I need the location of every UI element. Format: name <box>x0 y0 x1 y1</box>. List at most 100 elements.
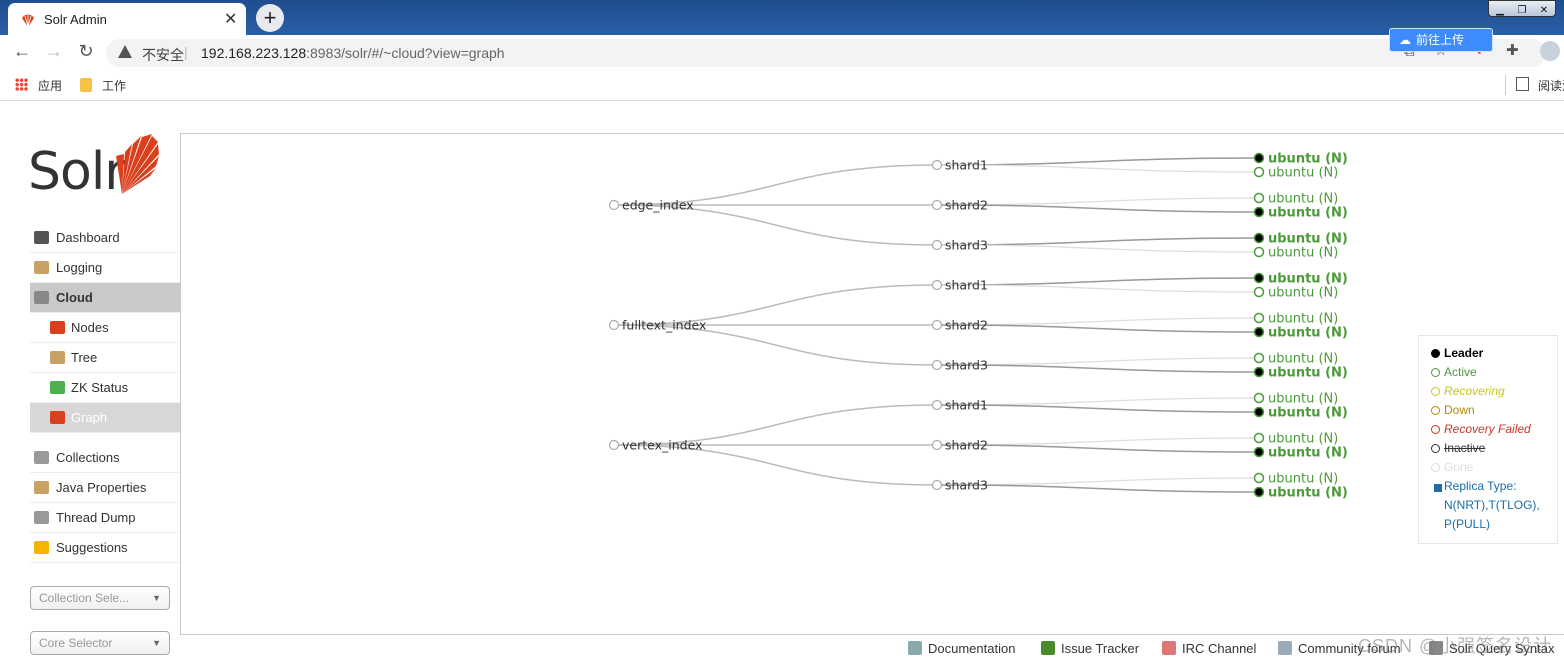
shard-node[interactable] <box>931 199 943 211</box>
shard-node[interactable] <box>931 159 943 171</box>
sidebar-item-java-properties[interactable]: Java Properties <box>30 473 180 503</box>
replica-label[interactable]: ubuntu (N) <box>1268 472 1338 487</box>
sidebar-item-logging[interactable]: Logging <box>30 253 180 283</box>
browser-tab[interactable]: Solr Admin ✕ <box>8 3 246 35</box>
shard-node[interactable] <box>931 439 943 451</box>
replica-label[interactable]: ubuntu (N) <box>1268 352 1338 367</box>
replica-leader-node[interactable] <box>1253 446 1265 458</box>
maximize-icon[interactable]: ❐ <box>1517 5 1527 16</box>
replica-label[interactable]: ubuntu (N) <box>1268 366 1348 381</box>
replica-node[interactable] <box>1253 312 1265 324</box>
replica-leader-node[interactable] <box>1253 206 1265 218</box>
collection-selector[interactable]: Collection Sele... ▼ <box>30 586 170 610</box>
shard-label[interactable]: shard3 <box>945 478 988 493</box>
replica-label[interactable]: ubuntu (N) <box>1268 286 1338 301</box>
replica-node[interactable] <box>1253 352 1265 364</box>
shard-node[interactable] <box>931 359 943 371</box>
replica-node[interactable] <box>1253 432 1265 444</box>
replica-label[interactable]: ubuntu (N) <box>1268 272 1348 287</box>
shard-label[interactable]: shard1 <box>945 398 988 413</box>
shard-label[interactable]: shard3 <box>945 358 988 373</box>
collection-node[interactable] <box>608 199 620 211</box>
close-window-icon[interactable]: ✕ <box>1539 5 1549 16</box>
replica-label[interactable]: ubuntu (N) <box>1268 392 1338 407</box>
java-properties-icon <box>34 481 49 494</box>
collection-label[interactable]: fulltext_index <box>622 318 706 333</box>
collection-node[interactable] <box>608 439 620 451</box>
collection-node[interactable] <box>608 319 620 331</box>
shard-label[interactable]: shard3 <box>945 238 988 253</box>
shard-node[interactable] <box>931 479 943 491</box>
forward-icon[interactable]: → <box>45 41 63 61</box>
replica-leader-node[interactable] <box>1253 326 1265 338</box>
bookmark-apps[interactable]: 应用 <box>38 79 63 93</box>
shard-label[interactable]: shard1 <box>945 158 988 173</box>
collection-label[interactable]: edge_index <box>622 198 694 213</box>
shard-label[interactable]: shard2 <box>945 318 988 333</box>
cloud-icon <box>34 291 49 304</box>
replica-label[interactable]: ubuntu (N) <box>1268 232 1348 247</box>
shard-label[interactable]: shard1 <box>945 278 988 293</box>
bookmark-work[interactable]: 工作 <box>102 79 127 93</box>
footer-link-issue-tracker[interactable]: Issue Tracker <box>1041 641 1139 656</box>
solr-logo[interactable]: Solr <box>28 132 168 202</box>
replica-leader-node[interactable] <box>1253 232 1265 244</box>
footer-link-irc-channel[interactable]: IRC Channel <box>1162 641 1256 656</box>
replica-label[interactable]: ubuntu (N) <box>1268 432 1338 447</box>
sidebar-item-graph[interactable]: Graph <box>30 403 180 433</box>
sidebar-item-dashboard[interactable]: Dashboard <box>30 223 180 253</box>
reading-list-link[interactable]: 阅读清单 <box>1538 79 1564 93</box>
replica-label[interactable]: ubuntu (N) <box>1268 206 1348 221</box>
core-selector[interactable]: Core Selector ▼ <box>30 631 170 655</box>
replica-node[interactable] <box>1253 472 1265 484</box>
shard-node[interactable] <box>931 399 943 411</box>
reload-icon[interactable]: ↻ <box>78 41 94 61</box>
replica-label[interactable]: ubuntu (N) <box>1268 312 1338 327</box>
replica-label[interactable]: ubuntu (N) <box>1268 326 1348 341</box>
legend-replica-type: Replica Type: N(NRT),T(TLOG), P(PULL) <box>1431 477 1557 534</box>
replica-label[interactable]: ubuntu (N) <box>1268 246 1338 261</box>
extensions-puzzle-icon[interactable]: ✚ <box>1506 42 1519 59</box>
replica-leader-node[interactable] <box>1253 486 1265 498</box>
replica-label[interactable]: ubuntu (N) <box>1268 166 1338 181</box>
sidebar-item-thread-dump[interactable]: Thread Dump <box>30 503 180 533</box>
footer-link-documentation[interactable]: Documentation <box>908 641 1015 656</box>
footer-link-solr-query-syntax[interactable]: Solr Query Syntax <box>1429 641 1555 656</box>
sidebar-item-tree[interactable]: Tree <box>30 343 180 373</box>
new-tab-button[interactable]: + <box>256 4 284 32</box>
replica-leader-node[interactable] <box>1253 272 1265 284</box>
replica-node[interactable] <box>1253 286 1265 298</box>
profile-avatar[interactable] <box>1540 41 1560 61</box>
replica-label[interactable]: ubuntu (N) <box>1268 406 1348 421</box>
replica-label[interactable]: ubuntu (N) <box>1268 486 1348 501</box>
minimize-icon[interactable]: ▁ <box>1496 5 1504 16</box>
shard-node[interactable] <box>931 319 943 331</box>
replica-leader-node[interactable] <box>1253 406 1265 418</box>
replica-label[interactable]: ubuntu (N) <box>1268 152 1348 167</box>
replica-node[interactable] <box>1253 192 1265 204</box>
tab-close-icon[interactable]: ✕ <box>224 11 238 28</box>
sidebar-item-cloud[interactable]: Cloud <box>30 283 180 313</box>
shard-node[interactable] <box>931 279 943 291</box>
replica-leader-node[interactable] <box>1253 366 1265 378</box>
replica-label[interactable]: ubuntu (N) <box>1268 192 1338 207</box>
footer-link-community-forum[interactable]: Community forum <box>1278 641 1401 656</box>
shard-label[interactable]: shard2 <box>945 438 988 453</box>
sidebar-item-suggestions[interactable]: Suggestions <box>30 533 180 563</box>
sidebar-item-nodes[interactable]: Nodes <box>30 313 180 343</box>
replica-node[interactable] <box>1253 166 1265 178</box>
insecure-label[interactable]: 不安全 <box>142 47 184 63</box>
shard-node[interactable] <box>931 239 943 251</box>
sidebar-item-zk-status[interactable]: ZK Status <box>30 373 180 403</box>
replica-leader-node[interactable] <box>1253 152 1265 164</box>
collection-label[interactable]: vertex_index <box>622 438 702 453</box>
url-input[interactable]: 不安全 | 192.168.223.128:8983/solr/#/~cloud… <box>106 39 1546 67</box>
baidu-upload-button[interactable]: ☁前往上传 <box>1389 28 1493 52</box>
back-icon[interactable]: ← <box>13 41 31 61</box>
replica-label[interactable]: ubuntu (N) <box>1268 446 1348 461</box>
replica-node[interactable] <box>1253 246 1265 258</box>
sidebar-item-collections[interactable]: Collections <box>30 443 180 473</box>
replica-node[interactable] <box>1253 392 1265 404</box>
shard-label[interactable]: shard2 <box>945 198 988 213</box>
